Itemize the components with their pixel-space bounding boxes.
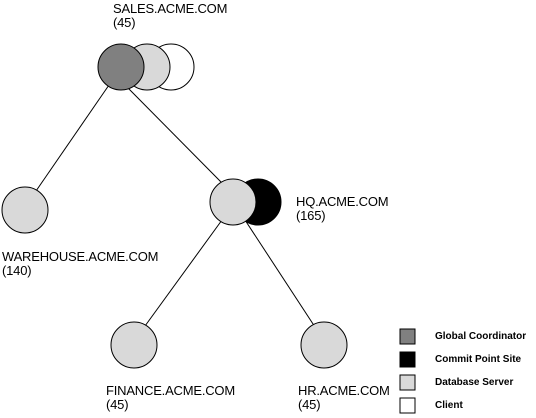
legend-client-label: Client <box>435 400 463 411</box>
legend-global-coordinator-swatch <box>399 328 416 345</box>
hr-node-label: HR.ACME.COM (45) <box>298 384 390 412</box>
finance-database-server-circle <box>110 321 158 369</box>
edge-hq-finance <box>144 219 223 327</box>
finance-node-name: FINANCE.ACME.COM <box>106 383 235 398</box>
sales-node-count: (45) <box>113 15 136 30</box>
hr-database-server-circle <box>300 321 348 369</box>
legend-database-server-label: Database Server <box>435 377 514 388</box>
warehouse-node-count: (140) <box>2 263 32 278</box>
hq-node-label: HQ.ACME.COM (165) <box>296 194 389 223</box>
edge-sales-hq <box>127 87 223 184</box>
hr-node-name: HR.ACME.COM <box>298 383 390 398</box>
legend-commit-point-site-swatch <box>399 351 416 368</box>
hq-node-name: HQ.ACME.COM <box>296 194 389 209</box>
legend-client-swatch <box>399 397 416 414</box>
sales-node-label: SALES.ACME.COM (45) <box>113 2 227 30</box>
warehouse-node-name: WAREHOUSE.ACME.COM <box>2 249 159 264</box>
legend-database-server-swatch <box>399 374 416 391</box>
hq-database-server-circle <box>209 178 257 226</box>
warehouse-node-label: WAREHOUSE.ACME.COM (140) <box>2 250 158 278</box>
warehouse-database-server-circle <box>1 186 49 234</box>
legend-commit-point-site-label: Commit Point Site <box>435 354 522 365</box>
hr-node-count: (45) <box>298 397 321 412</box>
finance-node-count: (45) <box>106 397 129 412</box>
finance-node-label: FINANCE.ACME.COM (45) <box>106 384 235 412</box>
sales-node-name: SALES.ACME.COM <box>113 1 228 16</box>
hq-node-count: (165) <box>296 208 326 223</box>
legend-global-coordinator-label: Global Coordinator <box>435 331 527 342</box>
sales-global-coordinator-circle <box>97 43 145 91</box>
edge-sales-warehouse <box>35 84 110 192</box>
edge-hq-hr <box>244 219 316 328</box>
